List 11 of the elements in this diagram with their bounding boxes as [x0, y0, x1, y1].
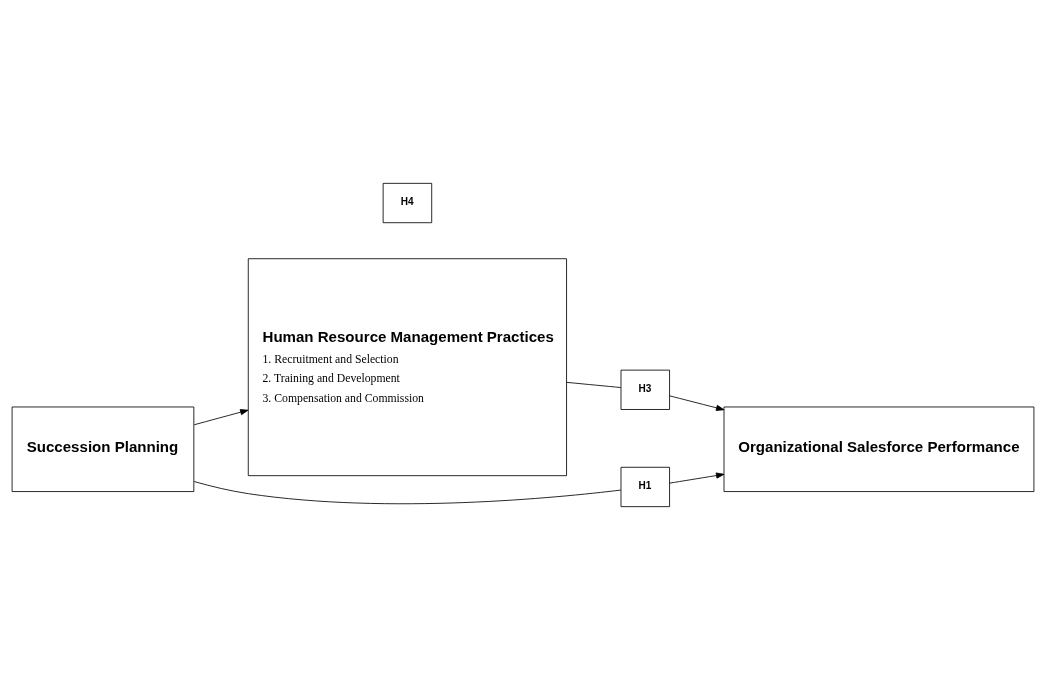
node-box: Succession Planning [11, 406, 195, 492]
node-box: H3 [620, 369, 670, 410]
connector [193, 481, 622, 505]
node-box: H1 [620, 466, 670, 508]
node-box: H4 [382, 182, 433, 224]
node-box: Organizational Salesforce Performance [723, 406, 1035, 492]
arrow [669, 472, 725, 484]
node-box: Human Resource Management Practices 1. Recruitment and Selection 2. Training and Development 3. Compensation and Commission [247, 258, 567, 477]
connector [566, 381, 622, 388]
arrow [193, 409, 249, 426]
arrow [669, 395, 725, 411]
